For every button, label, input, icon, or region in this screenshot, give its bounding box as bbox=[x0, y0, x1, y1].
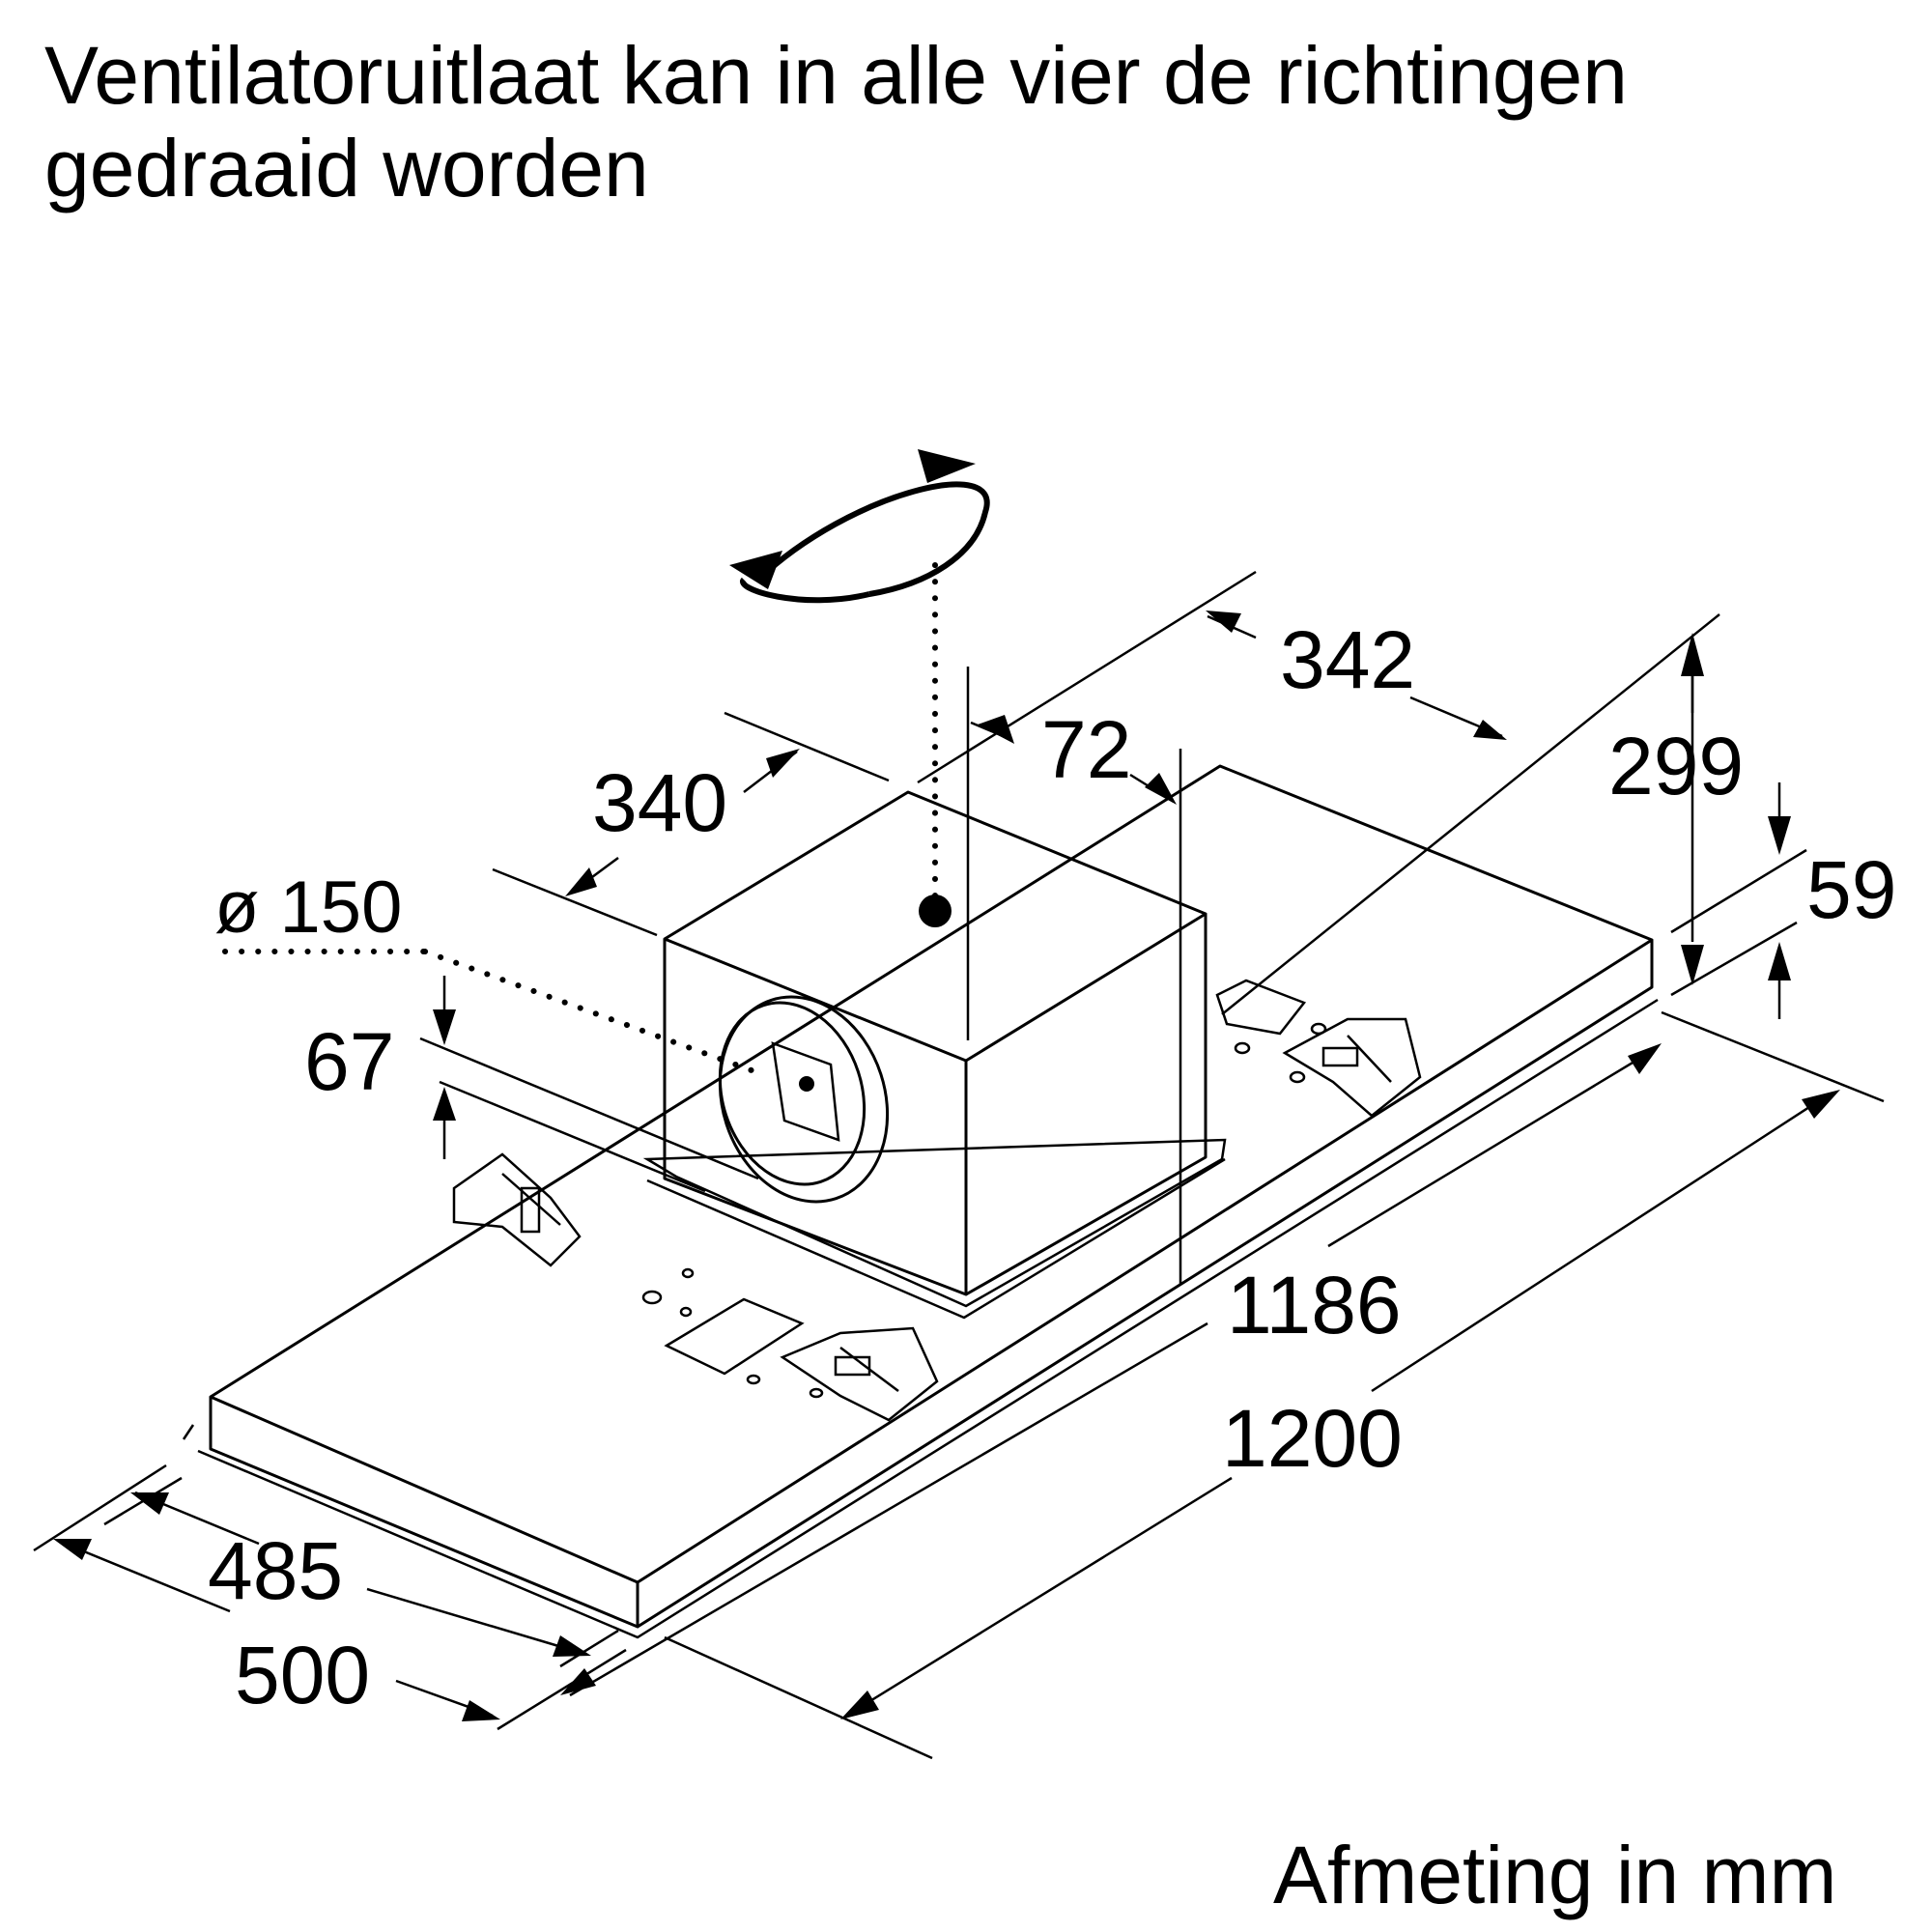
label-342: 342 bbox=[1280, 614, 1415, 705]
dimension-line-1200 bbox=[664, 1010, 1885, 1760]
caption-line-1: Ventilatoruitlaat kan in alle vier de ri… bbox=[44, 30, 1628, 121]
dimension-line-59 bbox=[1670, 782, 1807, 1019]
mounting-bracket-front bbox=[780, 1326, 939, 1422]
panel-cutouts bbox=[641, 979, 1327, 1399]
caption: Ventilatoruitlaat kan in alle vier de ri… bbox=[44, 29, 1880, 214]
label-299: 299 bbox=[1608, 721, 1744, 811]
dimension-line-72 bbox=[966, 667, 1182, 1285]
dimension-line-67 bbox=[419, 976, 759, 1193]
hood-panel bbox=[197, 764, 1659, 1639]
label-67: 67 bbox=[304, 1016, 394, 1107]
dimension-line-485 bbox=[103, 1476, 619, 1668]
label-485: 485 bbox=[208, 1525, 343, 1616]
dimension-line-1186 bbox=[182, 1043, 1662, 1697]
caption-line-2: gedraaid worden bbox=[44, 123, 649, 213]
mounting-bracket-right bbox=[1282, 1017, 1422, 1118]
label-72: 72 bbox=[1041, 704, 1131, 795]
rotation-arrow-icon bbox=[729, 449, 990, 927]
label-340: 340 bbox=[592, 757, 727, 848]
label-59: 59 bbox=[1806, 844, 1896, 935]
dimension-line-500 bbox=[33, 1463, 627, 1731]
dimension-line-299 bbox=[1681, 633, 1704, 985]
label-1186: 1186 bbox=[1227, 1260, 1402, 1350]
label-diameter-150: ø 150 bbox=[214, 867, 402, 949]
label-500: 500 bbox=[235, 1630, 370, 1720]
mounting-bracket-left bbox=[452, 1152, 582, 1267]
label-1200: 1200 bbox=[1222, 1393, 1403, 1484]
motor-box bbox=[642, 790, 1227, 1320]
dimension-line-342 bbox=[917, 570, 1720, 1015]
unit-note: Afmeting in mm bbox=[1273, 1830, 1837, 1920]
outlet-ring bbox=[718, 995, 890, 1204]
dimension-line-340 bbox=[492, 711, 890, 937]
